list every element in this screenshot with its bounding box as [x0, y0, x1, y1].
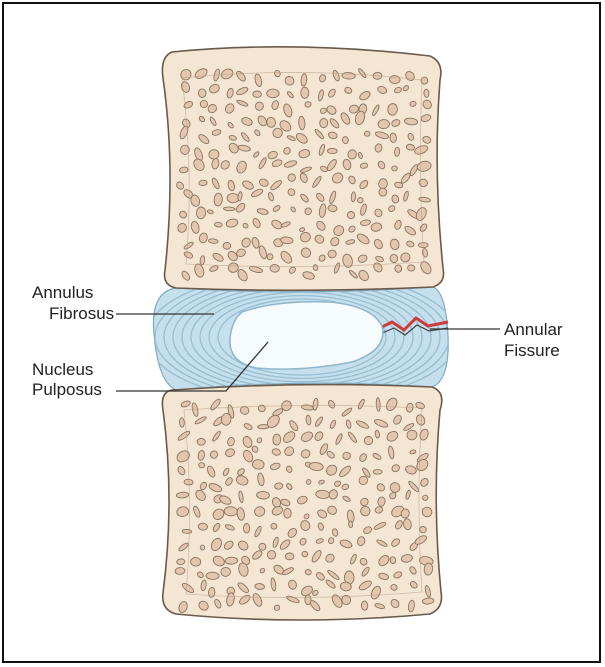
trabecular-pore	[424, 89, 430, 98]
trabecular-pore	[223, 207, 235, 211]
trabecular-pore	[373, 470, 382, 475]
trabecular-pore	[255, 583, 265, 590]
trabecular-pore	[206, 572, 219, 580]
trabecular-pore	[200, 545, 205, 551]
trabecular-pore	[227, 193, 239, 203]
trabecular-pore	[190, 557, 201, 566]
trabecular-pore	[208, 238, 218, 243]
trabecular-pore	[176, 492, 189, 499]
annulus-fibrosus-label-line2: Fibrosus	[49, 303, 114, 324]
trabecular-pore	[390, 133, 397, 143]
annular-fissure-label-line1: Annular	[504, 319, 563, 340]
trabecular-pore	[364, 436, 373, 445]
trabecular-pore	[199, 180, 208, 186]
trabecular-pore	[285, 553, 294, 560]
trabecular-pore	[198, 89, 206, 98]
trabecular-pore	[422, 495, 428, 501]
nucleus-pulposus-label-line2: Pulposus	[32, 379, 102, 400]
trabecular-pore	[327, 148, 337, 154]
trabecular-pore	[179, 418, 184, 428]
trabecular-pore	[394, 147, 399, 156]
trabecular-pore	[270, 264, 280, 272]
trabecular-pore	[182, 529, 192, 533]
trabecular-pore	[196, 207, 206, 219]
trabecular-pore	[198, 523, 208, 530]
trabecular-pore	[273, 434, 281, 445]
trabecular-pore	[253, 91, 262, 98]
trabecular-pore	[225, 557, 238, 564]
trabecular-pore	[378, 119, 390, 129]
trabecular-pore	[223, 242, 231, 249]
trabecular-pore	[267, 89, 279, 98]
trabecular-pore	[274, 483, 283, 490]
annulus-fibrosus-label-line1: Annulus	[32, 282, 93, 303]
trabecular-pore	[184, 479, 193, 485]
trabecular-pore	[319, 118, 328, 128]
trabecular-pore	[175, 567, 185, 574]
lower-vertebral-body	[162, 385, 441, 620]
trabecular-pore	[347, 211, 355, 219]
trabecular-pore	[256, 491, 269, 499]
trabecular-pore	[284, 508, 292, 518]
trabecular-pore	[198, 462, 205, 468]
trabecular-pore	[348, 521, 353, 528]
trabecular-pore	[214, 222, 222, 228]
trabecular-pore	[200, 100, 208, 108]
annular-fissure-label-line2: Fissure	[504, 340, 560, 361]
trabecular-pore	[224, 506, 238, 516]
trabecular-pore	[357, 197, 364, 203]
trabecular-pore	[258, 543, 266, 551]
upper-vertebral-body	[162, 47, 443, 290]
trabecular-pore	[301, 87, 309, 98]
trabecular-pore	[197, 438, 205, 445]
trabecular-pore	[243, 524, 249, 534]
nucleus-pulposus-label-line1: Nucleus	[32, 359, 93, 380]
trabecular-pore	[351, 192, 356, 202]
trabecular-pore	[407, 265, 415, 272]
trabecular-pore	[361, 601, 368, 611]
trabecular-pore	[392, 166, 398, 171]
trabecular-pore	[267, 253, 274, 260]
trabecular-pore	[395, 265, 403, 273]
intervertebral-disc	[146, 272, 458, 402]
trabecular-pore	[176, 558, 185, 565]
